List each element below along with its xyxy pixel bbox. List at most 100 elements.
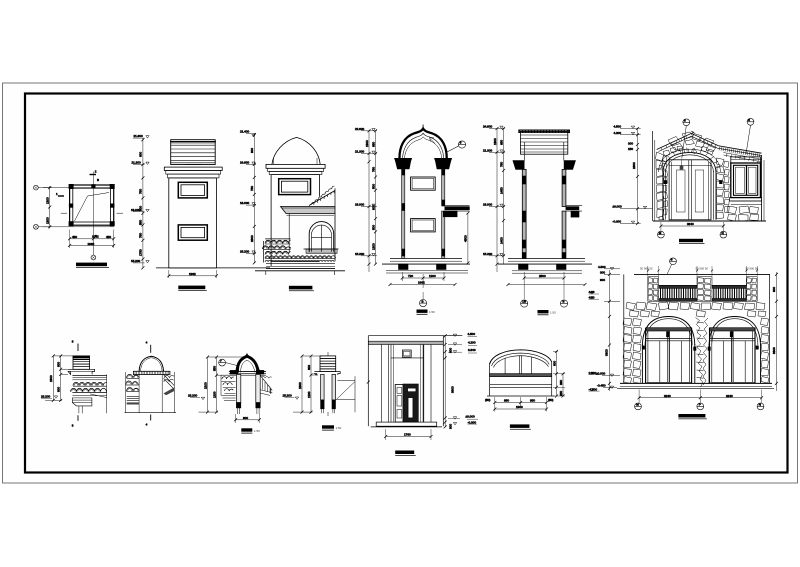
svg-text:15.200: 15.200 (355, 252, 365, 256)
svg-text:900: 900 (772, 287, 776, 292)
svg-text:15.200: 15.200 (41, 395, 51, 399)
svg-text:1962: 1962 (189, 272, 196, 276)
svg-text:650: 650 (372, 142, 376, 147)
svg-text:21.300: 21.300 (132, 161, 142, 165)
svg-text:300: 300 (449, 348, 453, 353)
svg-text:1B: 1B (522, 300, 526, 304)
svg-text:15.200: 15.200 (188, 393, 198, 397)
svg-text:550: 550 (213, 366, 217, 371)
svg-text:8: 8 (72, 340, 74, 344)
svg-text:1300: 1300 (365, 140, 369, 147)
svg-text:1800: 1800 (49, 375, 53, 382)
svg-text:M: M (636, 403, 639, 407)
svg-text:1062: 1062 (92, 235, 99, 239)
svg-text:750: 750 (500, 162, 504, 167)
svg-text:6: 6 (671, 258, 673, 262)
svg-text:N: N (722, 231, 724, 235)
svg-text:1900: 1900 (516, 405, 523, 409)
svg-text:550: 550 (139, 220, 143, 225)
svg-text:3240: 3240 (664, 394, 671, 398)
svg-text:1962: 1962 (88, 242, 95, 246)
svg-text:50 900 50: 50 900 50 (746, 266, 759, 270)
svg-text:4.500: 4.500 (468, 332, 476, 336)
svg-text:B: B (422, 299, 424, 303)
svg-text:4: 4 (146, 423, 148, 427)
svg-text:P: P (699, 403, 701, 407)
svg-text:1100: 1100 (307, 391, 311, 398)
svg-text:B: B (563, 300, 565, 304)
svg-text:4: 4 (146, 341, 148, 345)
svg-text:2600: 2600 (632, 162, 636, 169)
svg-text:15.200: 15.200 (131, 259, 141, 263)
svg-text:900: 900 (243, 416, 248, 420)
svg-text:600: 600 (57, 362, 61, 367)
svg-text:3840: 3840 (687, 222, 694, 226)
svg-text:±0.000: ±0.000 (466, 414, 475, 418)
svg-text:5: 5 (460, 141, 462, 145)
svg-text:(50): (50) (548, 398, 553, 402)
svg-text:750: 750 (139, 189, 143, 194)
svg-text:M: M (659, 231, 662, 235)
svg-text:4500: 4500 (464, 235, 468, 242)
svg-text:(50): (50) (485, 398, 490, 402)
svg-text:3240: 3240 (726, 394, 733, 398)
svg-text:1:50: 1:50 (254, 429, 260, 433)
svg-text:6: 6 (748, 118, 750, 122)
svg-text:3300: 3300 (772, 347, 776, 354)
svg-text:1750: 1750 (139, 249, 143, 256)
svg-text:600: 600 (307, 365, 311, 370)
svg-text:2: 2 (95, 170, 97, 174)
svg-text:1200: 1200 (429, 274, 436, 278)
svg-text:600: 600 (139, 152, 143, 157)
svg-text:50 900 50: 50 900 50 (640, 266, 653, 270)
svg-text:1200: 1200 (46, 217, 50, 224)
svg-text:18.000: 18.000 (483, 203, 493, 207)
svg-text:900: 900 (600, 278, 605, 282)
svg-text:1.600: 1.600 (589, 371, 597, 375)
svg-text:1450: 1450 (500, 187, 504, 194)
svg-text:1:50: 1:50 (550, 311, 556, 315)
svg-text:720: 720 (408, 274, 413, 278)
svg-text:750: 750 (372, 167, 376, 172)
svg-text:950: 950 (530, 399, 535, 403)
svg-text:4.200: 4.200 (468, 340, 476, 344)
svg-text:150: 150 (628, 147, 633, 151)
svg-text:15.200: 15.200 (240, 249, 250, 253)
svg-text:750: 750 (250, 186, 254, 191)
svg-text:-0.450: -0.450 (597, 384, 606, 388)
svg-text:250: 250 (559, 391, 563, 396)
svg-text:21.300: 21.300 (483, 148, 493, 152)
svg-text:3900: 3900 (451, 386, 455, 393)
svg-text:900: 900 (372, 205, 376, 210)
svg-text:1400: 1400 (500, 237, 504, 244)
svg-text:950: 950 (504, 399, 509, 403)
svg-text:650: 650 (500, 140, 504, 145)
svg-text:1962: 1962 (418, 281, 425, 285)
svg-text:300: 300 (628, 142, 633, 146)
svg-text:-4.500: -4.500 (589, 387, 598, 391)
svg-text:-0.300: -0.300 (468, 420, 477, 424)
svg-text:15.200: 15.200 (483, 252, 493, 256)
svg-text:1: 1 (56, 192, 58, 196)
svg-text:1:50: 1:50 (429, 310, 435, 314)
svg-text:1200: 1200 (46, 197, 50, 204)
svg-text:2100: 2100 (204, 382, 208, 389)
svg-text:-0.300: -0.300 (613, 220, 622, 224)
svg-text:7: 7 (220, 359, 222, 363)
svg-text:450: 450 (106, 235, 111, 239)
svg-text:24.600: 24.600 (483, 125, 493, 129)
svg-text:4.50: 4.50 (589, 295, 595, 299)
svg-text:3300: 3300 (605, 349, 609, 356)
svg-text:500: 500 (372, 184, 376, 189)
svg-text:900: 900 (139, 206, 143, 211)
svg-text:380: 380 (559, 380, 563, 385)
svg-text:500: 500 (372, 225, 376, 230)
svg-text:900: 900 (250, 148, 254, 153)
svg-text:750: 750 (139, 233, 143, 238)
svg-text:8: 8 (72, 424, 74, 428)
svg-text:3.840: 3.840 (468, 348, 476, 352)
svg-text:±0.000: ±0.000 (613, 205, 622, 209)
svg-text:1:50: 1:50 (336, 426, 342, 430)
svg-text:18.000: 18.000 (131, 208, 141, 212)
svg-text:19.600: 19.600 (240, 161, 250, 165)
